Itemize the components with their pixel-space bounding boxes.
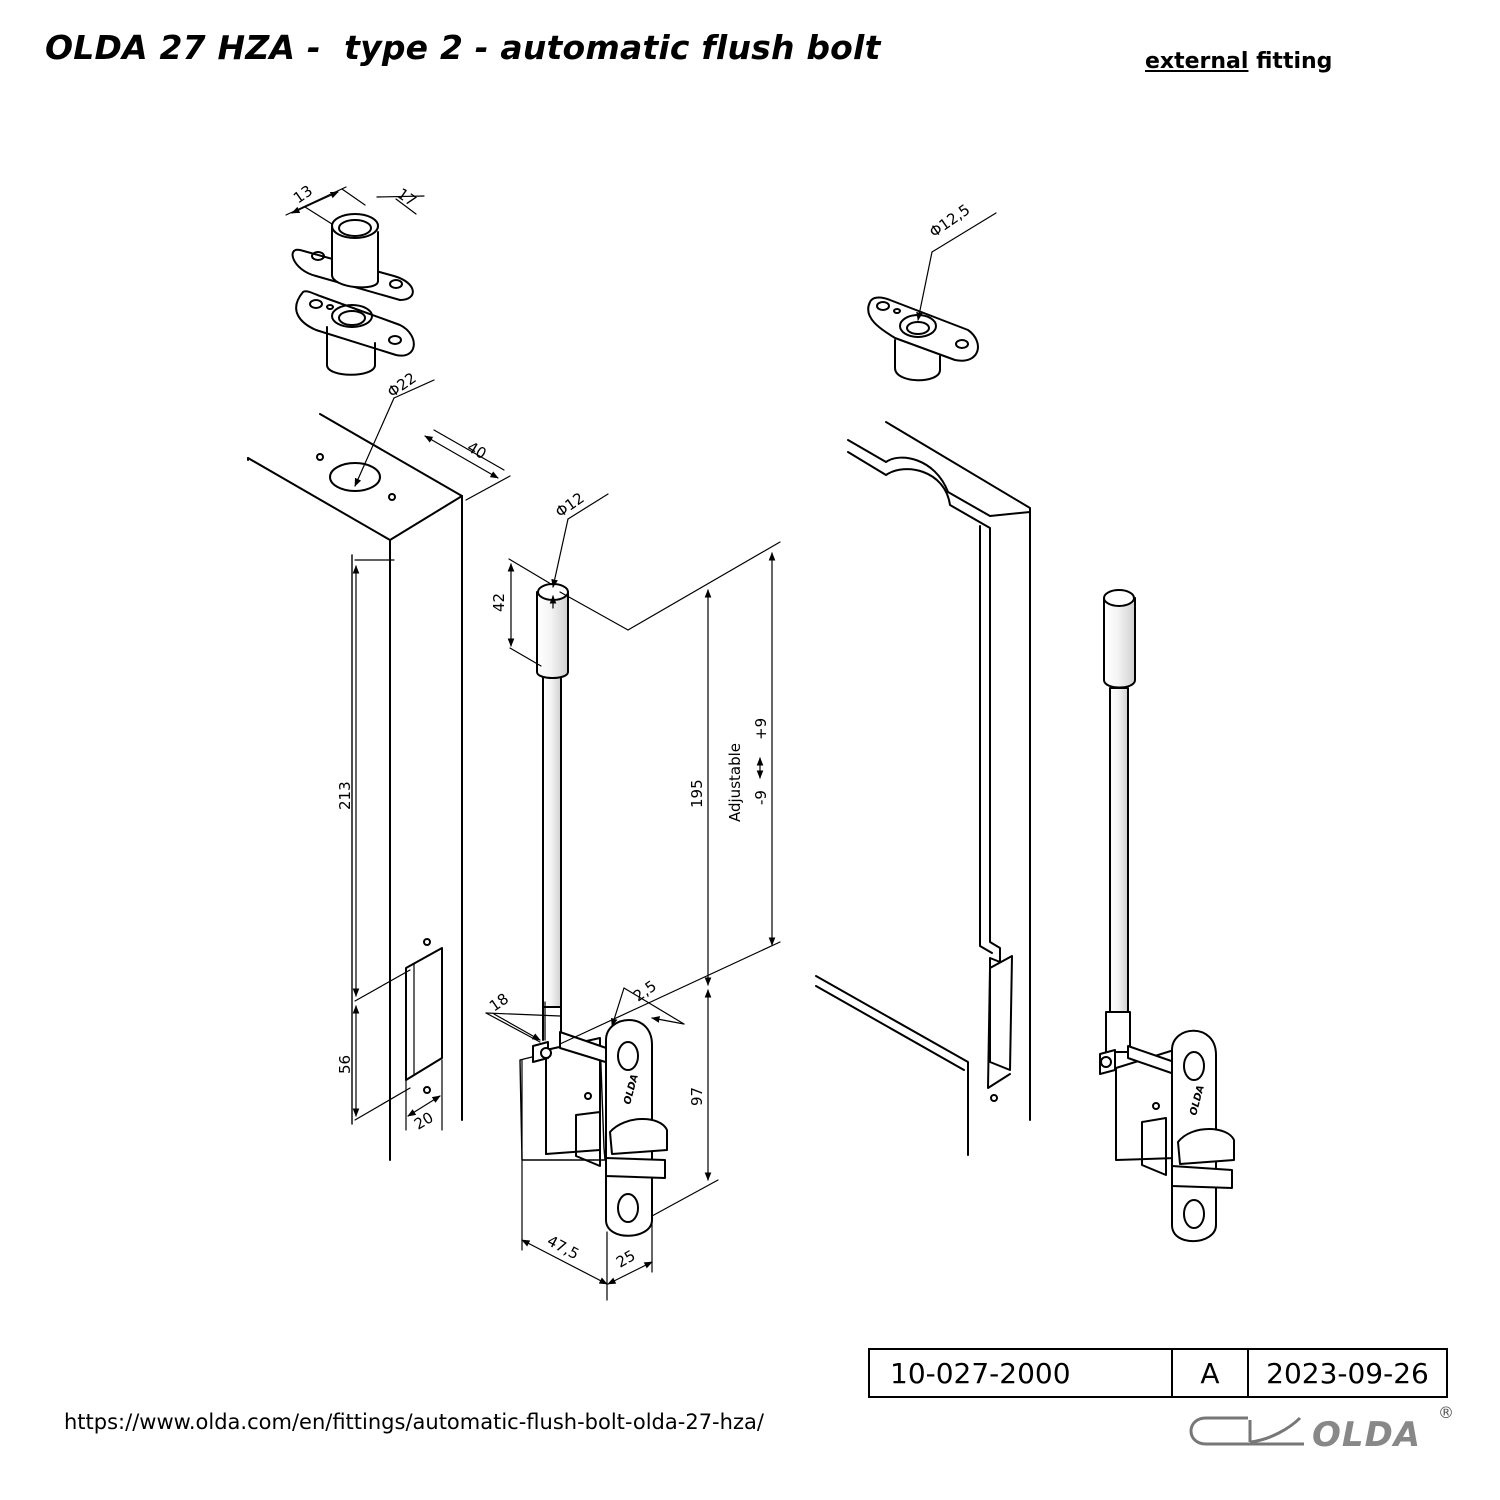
strike-plate-upper (291, 213, 414, 301)
dim-195: 195 (688, 779, 706, 808)
product-url[interactable]: https://www.olda.com/en/fittings/automat… (64, 1410, 764, 1434)
olda-logo-mark (1189, 1416, 1304, 1446)
dim-42: 42 (490, 593, 508, 612)
flush-bolt-right (1099, 589, 1235, 1243)
dimension-phi22 (354, 379, 511, 501)
door-leaf-right (815, 421, 1031, 1156)
dim-18: 18 (486, 990, 512, 1016)
dim-phi12: Φ12 (552, 489, 588, 521)
dimension-195-adjustable (559, 541, 781, 1045)
door-leaf-left (247, 413, 463, 1161)
dim-phi22: Φ22 (384, 369, 420, 401)
title-block: 10-027-2000 A 2023-09-26 (868, 1348, 1448, 1398)
dimension-phi12_5 (916, 212, 997, 321)
dim-17: 17 (394, 185, 420, 211)
olda-logo-text: OLDA (1312, 1415, 1421, 1455)
dimension-97 (651, 989, 719, 1217)
dim-97: 97 (688, 1087, 706, 1106)
dimension-42 (507, 558, 552, 667)
drawing-number: 10-027-2000 (870, 1350, 1173, 1396)
dim-2-5: 2,5 (630, 977, 660, 1005)
dim-47-5: 47,5 (544, 1232, 582, 1264)
registered-mark: ® (1438, 1403, 1454, 1422)
dim-adj-minus: -9 (752, 790, 770, 805)
dimension-13-17 (285, 186, 425, 225)
dim-adj-plus: +9 (752, 718, 770, 740)
dimension-18-2_5 (485, 987, 685, 1043)
fitting-type-rest: fitting (1256, 49, 1333, 74)
dim-adjustable: Adjustable (726, 743, 744, 822)
drawing-title: OLDA 27 HZA - type 2 - automatic flush b… (45, 28, 881, 67)
fitting-type-emphasis: external (1145, 49, 1249, 74)
dim-phi12-5: Φ12,5 (926, 201, 973, 242)
strike-plate-lower (295, 290, 415, 376)
dimension-47_5-25 (521, 1059, 653, 1301)
dimension-phi12 (549, 493, 609, 609)
dim-213: 213 (336, 781, 354, 810)
drawing-date: 2023-09-26 (1266, 1356, 1429, 1390)
flush-bolt-center (519, 583, 668, 1237)
revision: A (1173, 1350, 1249, 1396)
dim-56: 56 (336, 1055, 354, 1074)
strike-plate-right (867, 296, 979, 382)
fitting-type-label: external fitting (1145, 49, 1332, 74)
olda-logo: OLDA ® (1189, 1403, 1454, 1455)
dim-25: 25 (613, 1246, 639, 1271)
dimension-213-56 (352, 559, 443, 1131)
